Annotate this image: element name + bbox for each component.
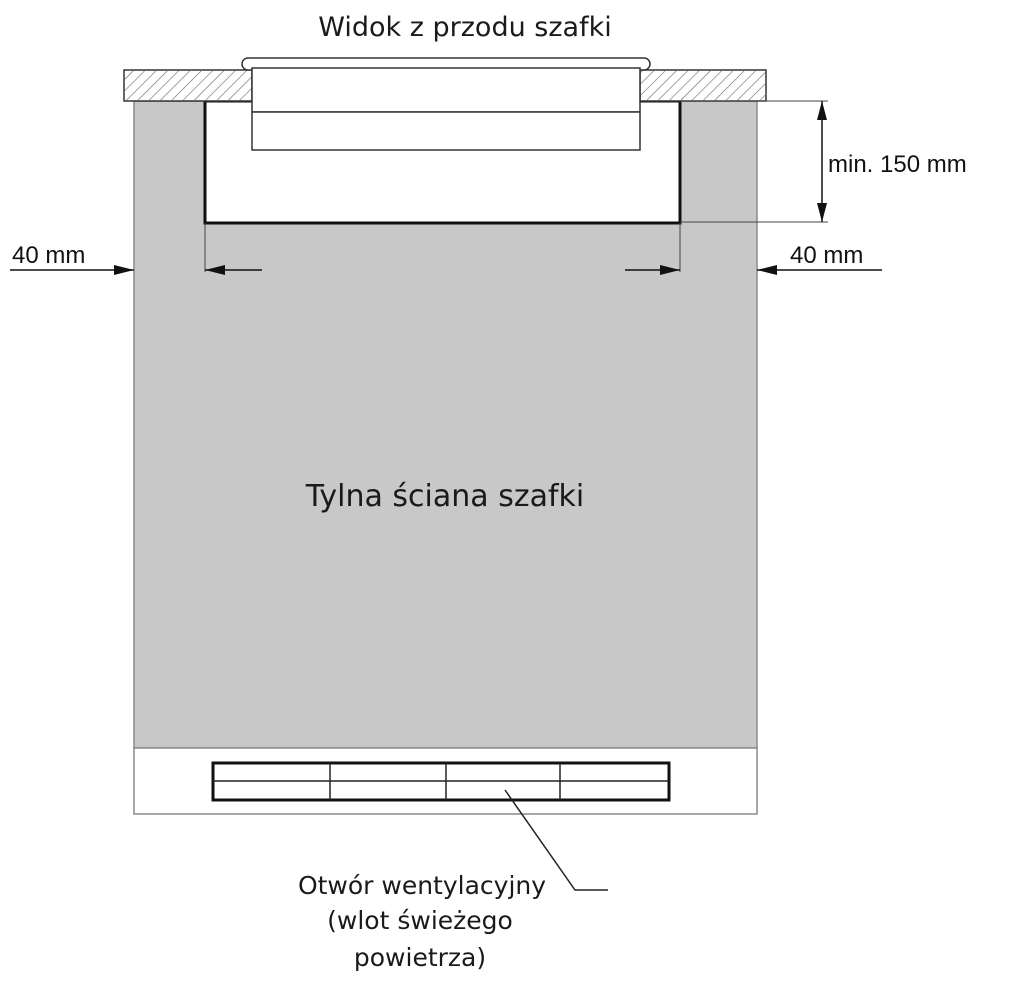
right-gap-label: 40 mm [790,242,863,269]
vent-leader-line [504,789,608,891]
ventilation-opening [211,761,671,802]
worktop [123,69,767,102]
vent-label-line1: Otwór wentylacyjny [298,871,546,900]
depth-dimension [680,100,828,223]
vent-label-line2: (wlot świeżego [327,906,513,935]
depth-dimension-label: min. 150 mm [828,151,967,178]
back-wall-label: Tylna ściana szafki [305,479,584,514]
left-gap-dimension [10,223,262,275]
left-gap-label: 40 mm [12,242,85,269]
right-gap-dimension [625,223,882,275]
vent-label-line3: powietrza) [354,943,486,972]
diagram-title: Widok z przodu szafki [318,12,611,43]
hob-unit [241,57,651,151]
